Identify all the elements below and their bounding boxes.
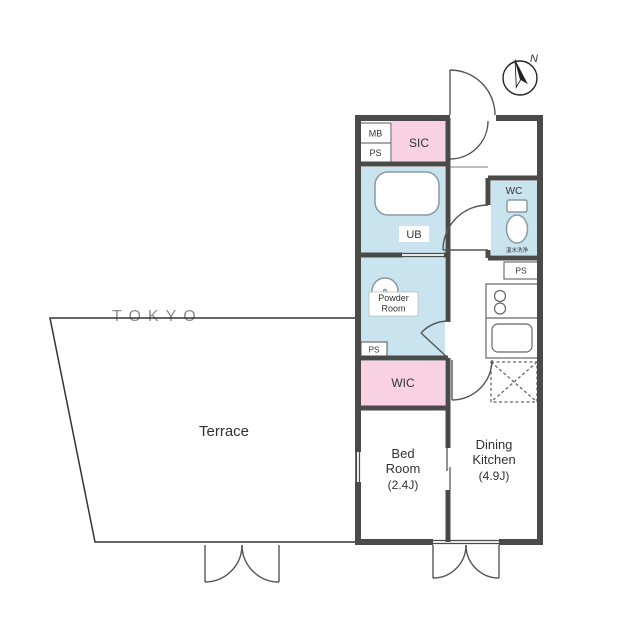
label-bedroom-size: (2.4J): [388, 478, 419, 492]
door-arc-powder-room: [420, 320, 449, 359]
label-terrace: Terrace: [199, 423, 249, 440]
fridge-space-cross: [490, 361, 538, 403]
powder-label-plate: [368, 291, 419, 317]
kitchen-sink: [491, 323, 533, 353]
label-wc-note: 温水洗浄: [506, 246, 529, 254]
ub-label-plate: [399, 226, 429, 242]
label-bedroom-1: Bed: [391, 446, 414, 461]
door-arcs: [204, 69, 500, 583]
casement-window-south-left: [432, 544, 467, 579]
wic-room-fill: [361, 361, 445, 406]
door-arc-wc: [442, 204, 489, 251]
toilet-tank: [506, 199, 528, 213]
sliding-door-bedroom: [446, 448, 451, 490]
door-arc-entry-closet: [449, 120, 489, 160]
label-wc: WC: [506, 186, 523, 197]
stove-burner-icon: [493, 302, 507, 315]
label-dk-2: Kitchen: [472, 452, 515, 467]
label-powder-1: Powder: [378, 293, 409, 303]
wall-wc: [485, 175, 543, 261]
watermark-text: TOKYO: [112, 308, 203, 325]
label-ps-right: PS: [515, 266, 527, 276]
casement-window-south-right: [465, 544, 500, 579]
outer-walls: [355, 115, 543, 545]
compass-north-label: N: [530, 53, 538, 65]
sic-room-fill: [392, 121, 446, 163]
toilet-bowl-icon: [505, 214, 529, 244]
label-dk-1: Dining: [476, 437, 513, 452]
kitchen-unit: [485, 283, 541, 359]
sliding-door-bathroom: [402, 252, 444, 258]
windows-and-sliders: [355, 252, 499, 545]
label-bedroom-2: Room: [386, 461, 421, 476]
door-arc-entrance: [449, 69, 496, 116]
door-arc-dining-kitchen: [451, 359, 493, 401]
room-labels: MB PS PS PS SIC UB WC 温水洗浄 Powder Room W…: [199, 129, 529, 493]
label-ub: UB: [406, 229, 421, 241]
label-wic: WIC: [391, 376, 415, 390]
stove-burner-icon: [493, 289, 507, 303]
window-south: [433, 539, 499, 545]
label-mb: MB: [369, 129, 383, 139]
fridge-space: [490, 361, 538, 403]
label-sic: SIC: [409, 136, 429, 150]
casement-window-terrace-left: [204, 544, 243, 583]
window-bedroom-west: [355, 452, 361, 482]
label-dk-size: (4.9J): [479, 469, 510, 483]
bathtub: [374, 171, 440, 216]
casement-window-terrace-right: [241, 544, 280, 583]
interior-walls: [358, 118, 543, 542]
compass-needle-light: [514, 59, 522, 89]
compass: N: [502, 53, 538, 96]
label-ps-left: PS: [369, 346, 380, 355]
label-ps-top: PS: [369, 148, 381, 158]
label-powder-2: Room: [381, 304, 405, 314]
